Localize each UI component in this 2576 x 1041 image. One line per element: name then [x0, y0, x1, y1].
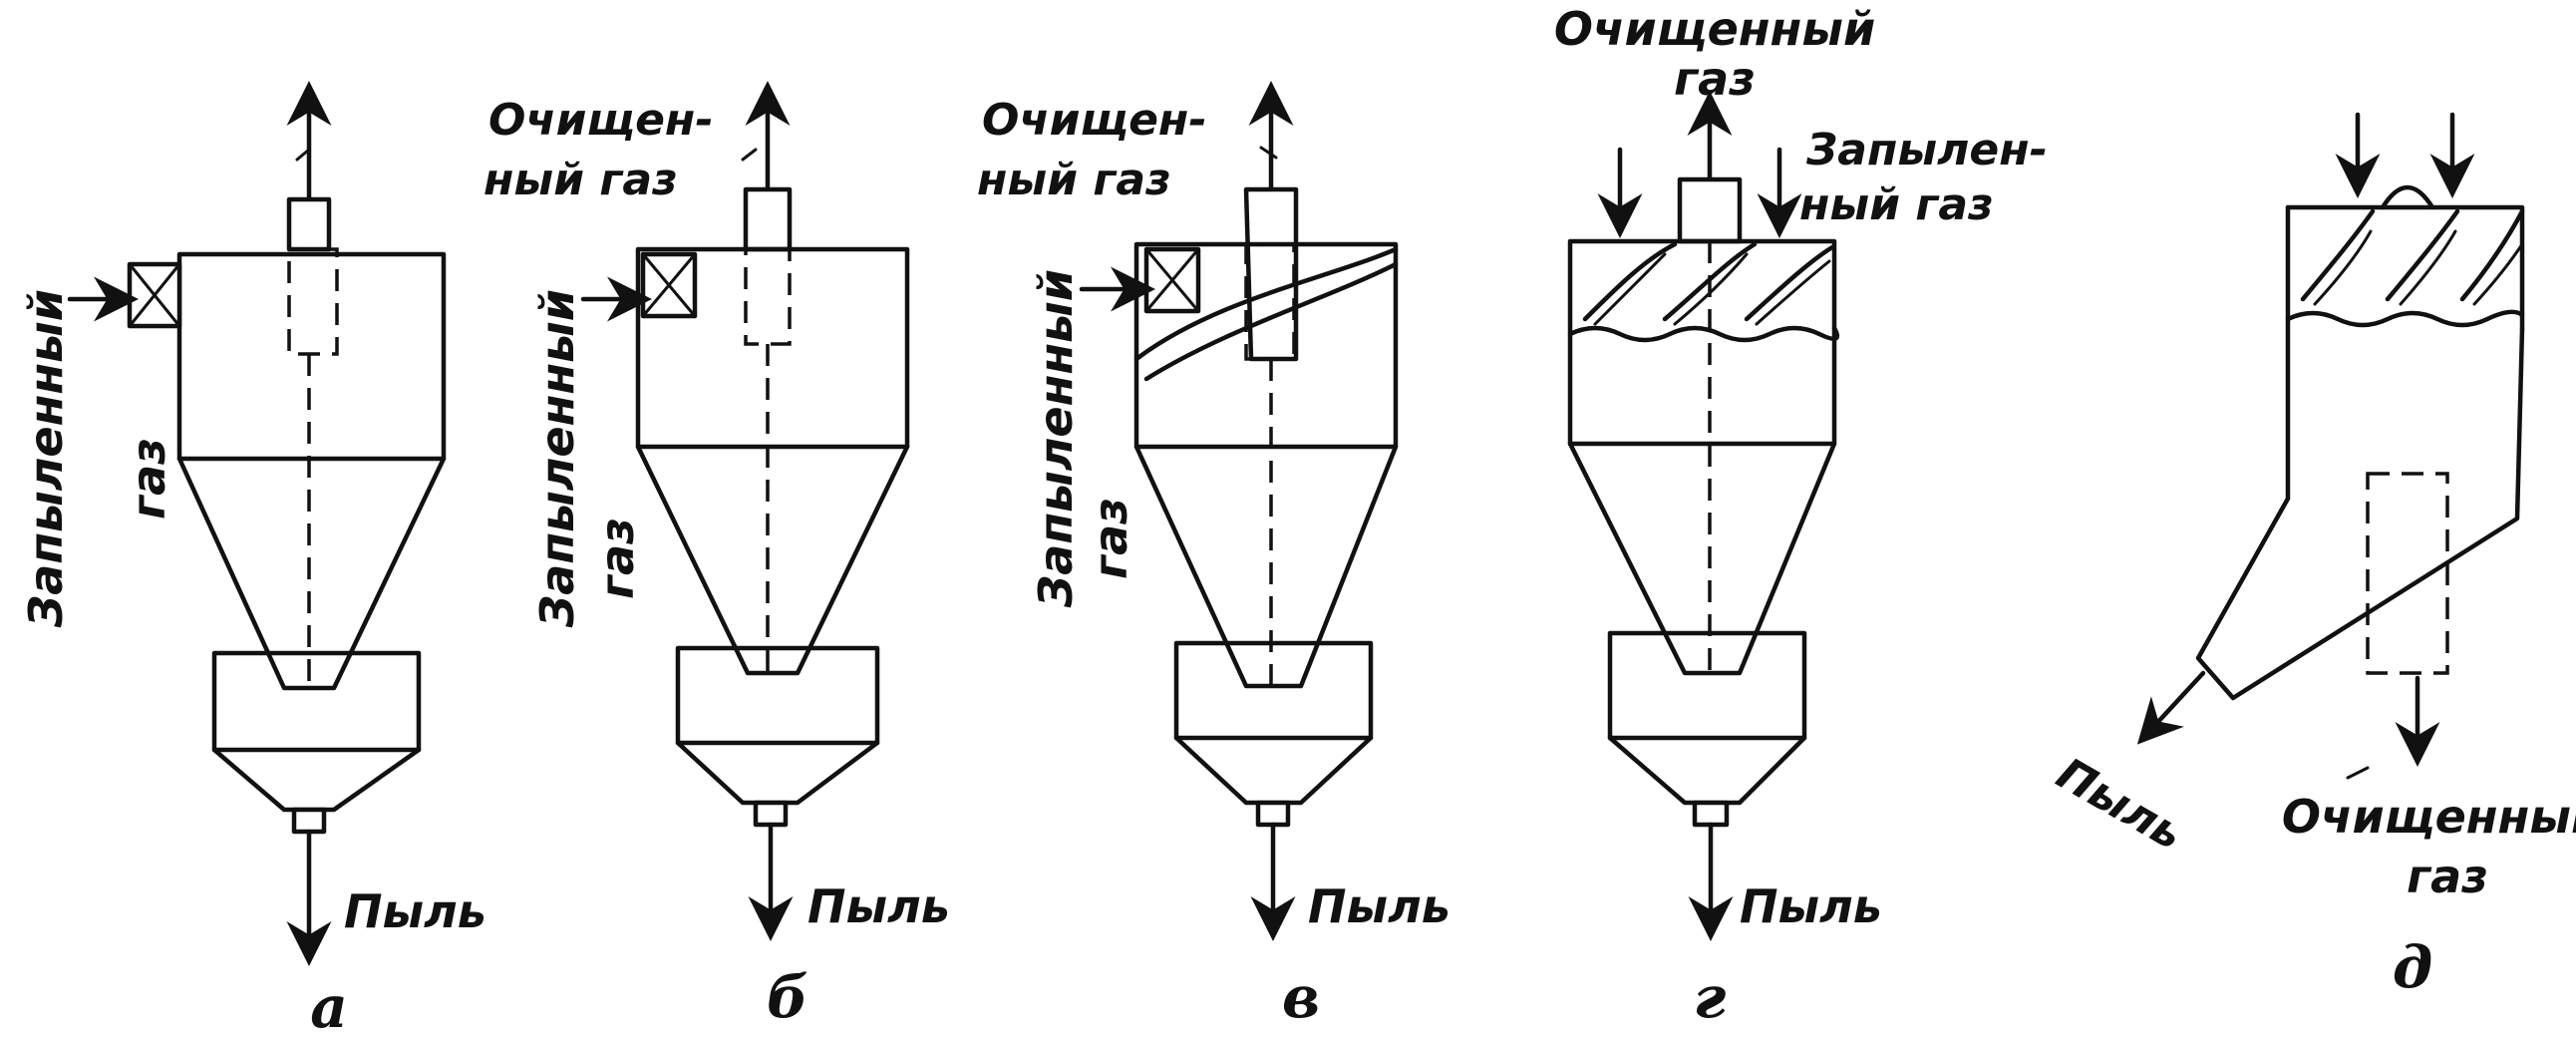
cyclone-b — [580, 81, 910, 941]
cyclone-g — [1567, 91, 1840, 941]
clean-gas-label-v1: Очищен- — [982, 95, 1207, 146]
clean-gas-label-g1: Очищенный — [1554, 2, 1875, 56]
clean-gas-label-d1: Очищенный — [2282, 790, 2576, 844]
cylinder-body — [1567, 238, 1837, 447]
caption-b: б — [767, 963, 808, 1031]
guide-vanes — [1582, 241, 1835, 326]
dust-outlet-arrow — [2136, 670, 2206, 745]
outlet-pipe — [743, 186, 793, 252]
hopper — [1607, 630, 1807, 741]
dust-label-a: Пыль — [344, 884, 486, 938]
cyclone-d — [2136, 112, 2525, 780]
hopper — [1173, 640, 1374, 741]
body-top — [2285, 204, 2525, 332]
helical-inlet — [1133, 246, 1399, 362]
dust-label-v: Пыль — [1308, 879, 1450, 933]
caption-d: д — [2393, 933, 2432, 1001]
dusty-gas-label-b2: газ — [590, 518, 644, 599]
cylinder-body — [176, 251, 447, 462]
dust-label-g: Пыль — [1740, 879, 1882, 933]
vane-boundary — [1567, 325, 1840, 343]
dusty-gas-label-g2: ный газ — [1799, 179, 1994, 230]
clean-gas-label-b1: Очищен- — [488, 95, 714, 146]
body-outline — [2195, 204, 2525, 701]
hopper — [675, 645, 880, 746]
caption-g: г — [1694, 963, 1727, 1031]
dust-label-b: Пыль — [807, 879, 950, 933]
dust-valve — [1255, 800, 1291, 828]
dust-valve — [753, 800, 789, 828]
cyclone-a — [67, 81, 447, 966]
dusty-gas-label-v2: газ — [1084, 498, 1137, 579]
top-dome — [2380, 184, 2435, 210]
dusty-gas-label-v1: Запыленный — [1029, 269, 1083, 608]
cone — [635, 444, 910, 676]
dust-label-d: Пыль — [2049, 748, 2192, 861]
outlet-pipe — [1677, 176, 1743, 244]
outlet-pipe — [286, 196, 332, 252]
guide-vanes — [2300, 208, 2525, 306]
cyclone-v — [1079, 81, 1399, 941]
caption-v: в — [1282, 963, 1320, 1031]
clean-gas-label-v2: ный газ — [977, 155, 1171, 205]
clean-gas-label-g2: газ — [1674, 52, 1756, 106]
dust-valve — [291, 807, 327, 835]
dust-valve — [1692, 800, 1730, 828]
dusty-gas-label-b1: Запыленный — [530, 289, 584, 628]
caption-a: а — [310, 973, 348, 1041]
clean-gas-label-b2: ный газ — [483, 155, 678, 205]
inner-pipe — [2366, 472, 2449, 675]
dusty-gas-label-a1: Запыленный — [19, 289, 73, 628]
cone — [1567, 441, 1837, 676]
hopper — [211, 650, 422, 753]
cone — [1133, 444, 1399, 689]
cone — [176, 456, 447, 691]
clean-gas-label-d2: газ — [2407, 850, 2488, 903]
vane-boundary — [2285, 309, 2525, 328]
dusty-gas-label-a2: газ — [122, 438, 175, 520]
outlet-pipe — [1243, 186, 1299, 362]
dusty-gas-label-g1: Запылен- — [1805, 125, 2048, 175]
